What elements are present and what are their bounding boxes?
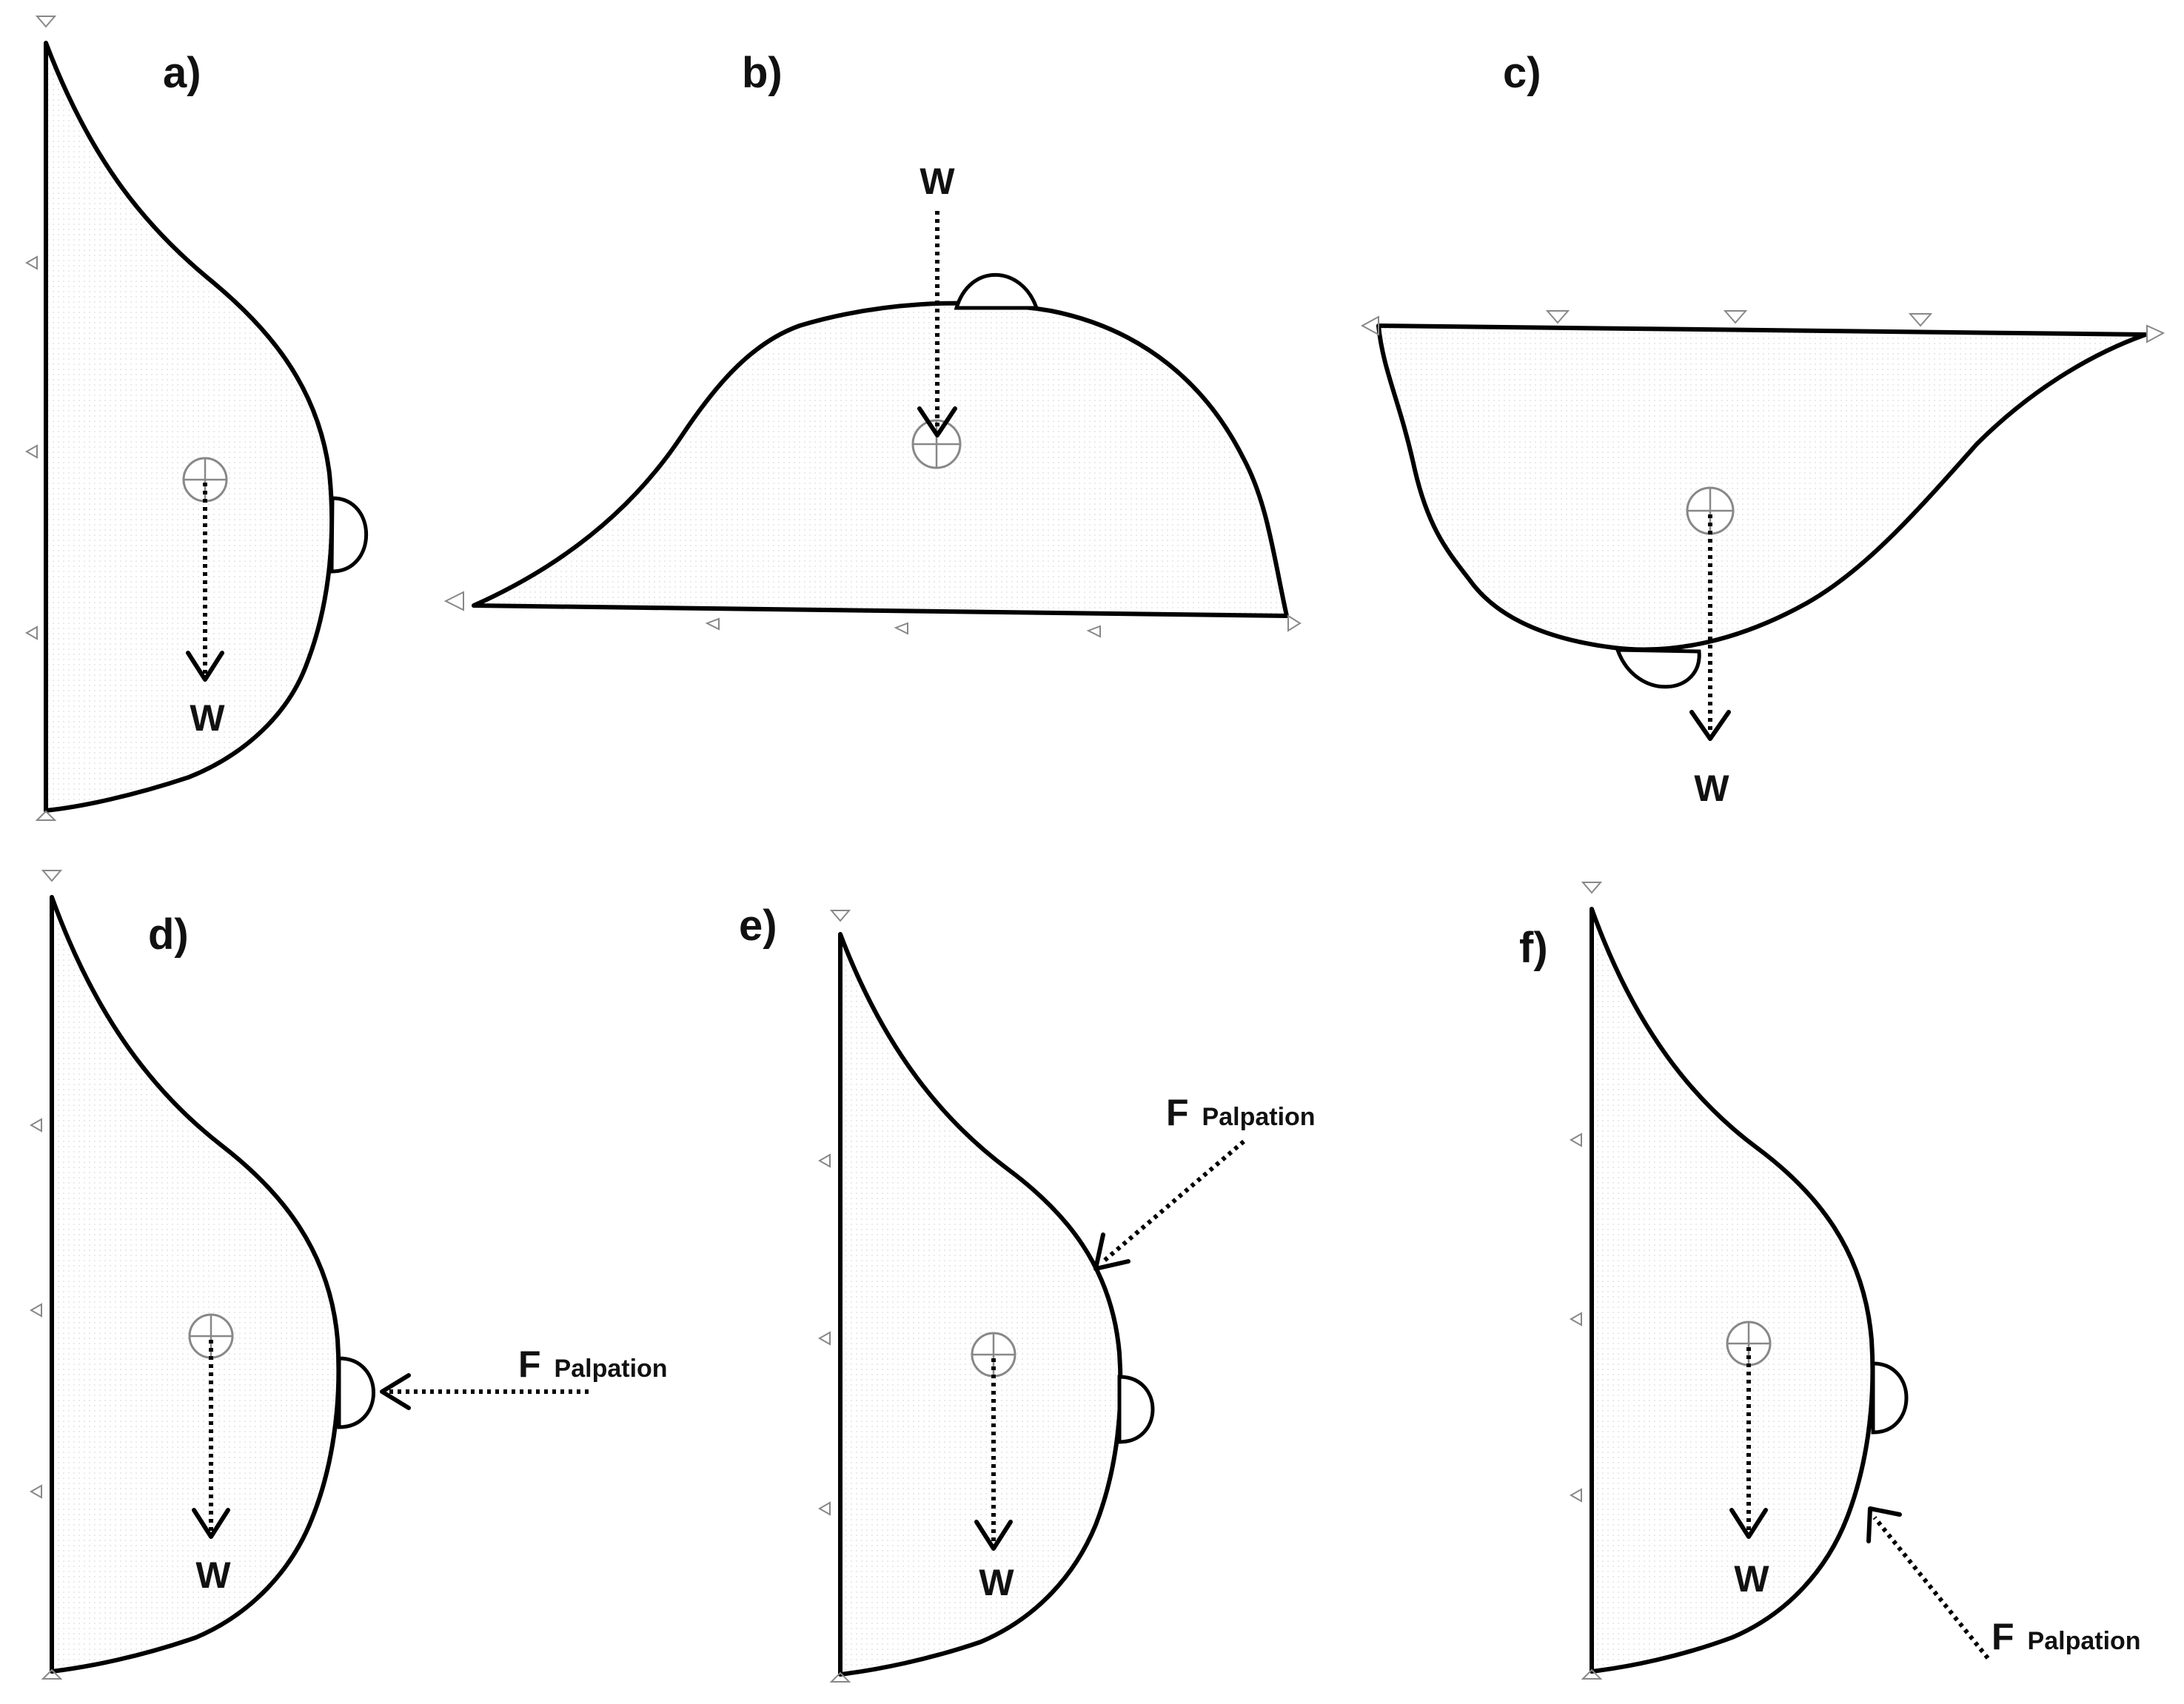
breast-profile-c (1376, 323, 2148, 652)
fixed-support-marks-e (817, 910, 851, 1683)
fixed-support-marks-d (29, 870, 63, 1680)
center-of-gravity-f (1726, 1321, 1772, 1366)
panel-d: d) W F Palpation (29, 870, 668, 1680)
palpation-arrowhead-f (1866, 1506, 1902, 1543)
panel-b: b) W (443, 49, 1302, 638)
palpation-force-vector-f (1872, 1516, 1990, 1660)
nipple-e (1117, 1375, 1155, 1444)
weight-arrowhead-c (1689, 710, 1731, 741)
panel-label-e: e) (739, 902, 777, 950)
weight-arrowhead-e (974, 1520, 1013, 1551)
panel-label-a: a) (163, 49, 201, 97)
weight-label-a: W (190, 697, 225, 739)
panel-label-b: b) (742, 49, 783, 97)
center-of-gravity-b (911, 419, 962, 469)
palpation-force-vector-e (1100, 1139, 1245, 1265)
panel-label-f: f) (1519, 924, 1548, 972)
weight-arrowhead-d (192, 1508, 230, 1539)
center-of-gravity-a (182, 457, 228, 503)
weight-arrowhead-f (1729, 1508, 1768, 1539)
nipple-f (1871, 1361, 1909, 1435)
palpation-label-f: F Palpation (1992, 1616, 2141, 1657)
nipple-d (337, 1356, 375, 1429)
palpation-arrowhead-d (380, 1373, 411, 1410)
breast-profile-b (472, 301, 1289, 618)
center-of-gravity-c (1686, 486, 1735, 535)
weight-label-f: W (1734, 1558, 1769, 1600)
weight-arrowhead-b (917, 406, 957, 437)
nipple-b (954, 272, 1039, 310)
panel-label-c: c) (1503, 49, 1541, 97)
center-of-gravity-d (188, 1313, 234, 1359)
fixed-support-marks-a (24, 16, 57, 821)
fixed-support-marks-b (443, 591, 1302, 638)
weight-label-c: W (1694, 768, 1729, 809)
fixed-support-marks-c (1360, 310, 2165, 343)
palpation-arrowhead-e (1093, 1232, 1130, 1271)
palpation-label-e: F Palpation (1166, 1092, 1316, 1133)
nipple-a (329, 496, 368, 574)
breast-profile-a (44, 41, 335, 813)
weight-label-b: W (920, 161, 955, 202)
breast-profile-f (1590, 907, 1875, 1674)
weight-label-d: W (195, 1554, 231, 1596)
panel-a: a) W (24, 16, 368, 821)
panel-e: e) W F Palpation (739, 902, 1316, 1683)
nipple-c (1615, 648, 1701, 689)
weight-arrowhead-a (186, 651, 224, 682)
panel-label-d: d) (148, 910, 189, 959)
panel-c: c) W (1360, 49, 2165, 809)
fixed-support-marks-f (1569, 882, 1603, 1680)
panel-f: f) W F Palpation (1519, 882, 2141, 1680)
weight-label-e: W (979, 1562, 1014, 1603)
palpation-label-d: F Palpation (518, 1344, 668, 1385)
